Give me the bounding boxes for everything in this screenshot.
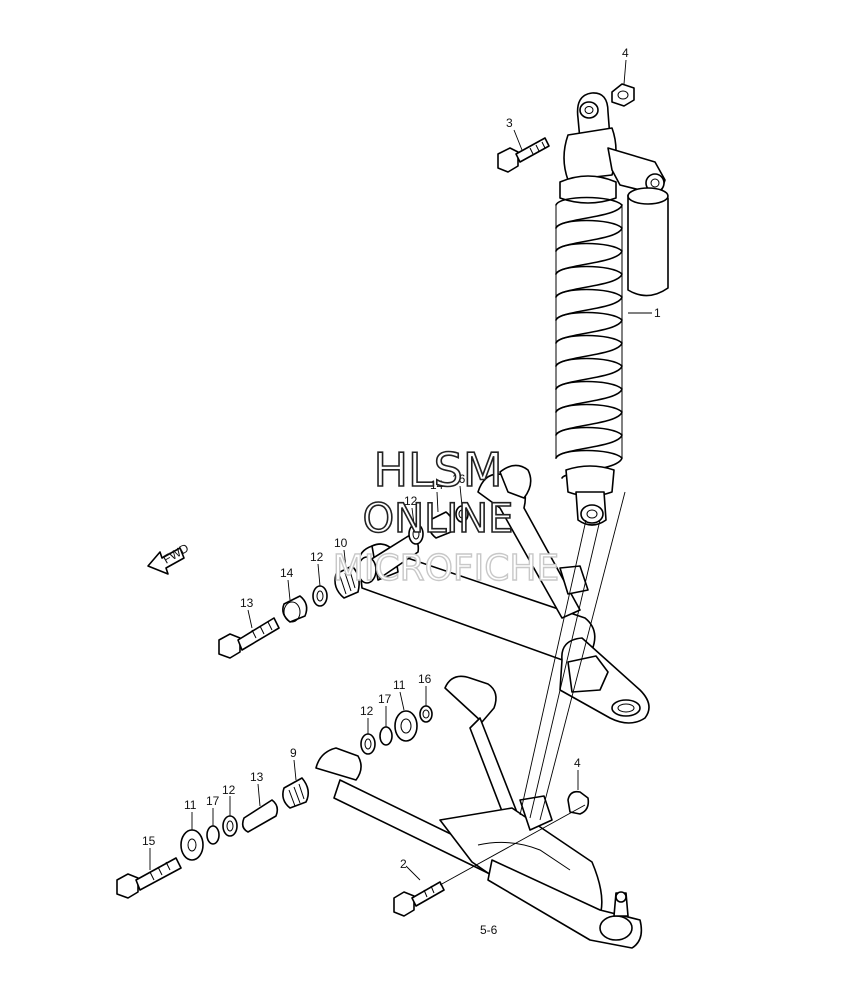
callout-15: 15 <box>142 834 156 848</box>
callout-3: 3 <box>506 116 513 130</box>
watermark-line-3: MICROFICHE <box>333 548 559 589</box>
callout-1: 1 <box>654 306 661 320</box>
callout-13-upper: 13 <box>240 596 254 610</box>
bolt-lower-shock[interactable] <box>393 881 445 917</box>
callout-14-front: 14 <box>280 566 294 580</box>
callout-9: 9 <box>290 746 297 760</box>
callout-10: 10 <box>334 536 348 550</box>
callout-12-lower-rear: 12 <box>360 704 374 718</box>
callout-17-rear: 17 <box>378 692 392 706</box>
nut-lower[interactable] <box>567 790 590 815</box>
bolt-top[interactable] <box>497 137 550 173</box>
callout-4-lower: 4 <box>574 756 581 770</box>
callout-17-front: 17 <box>206 794 220 808</box>
lower-a-arm[interactable] <box>315 675 643 949</box>
watermark-line-1: HLSM <box>373 443 502 497</box>
callout-12-lower-front: 12 <box>222 783 236 797</box>
callout-16-lower: 16 <box>418 672 432 686</box>
callout-14-rear: 14 <box>430 478 444 492</box>
upper-arm-hardware[interactable] <box>218 505 469 659</box>
forward-direction-arrow: FWD <box>147 541 191 575</box>
nut-top[interactable] <box>611 83 635 107</box>
callout-13-lower: 13 <box>250 770 264 784</box>
callout-2: 2 <box>400 857 407 871</box>
callout-12-upper-rear: 12 <box>404 494 418 508</box>
upper-a-arm[interactable] <box>357 464 650 724</box>
shock-absorber[interactable] <box>555 92 669 526</box>
lower-arm-hardware[interactable] <box>116 705 433 899</box>
watermark: HLSM ONLINE MICROFICHE <box>332 442 560 590</box>
callout-16-upper: 16 <box>452 472 466 486</box>
callout-leaders <box>149 59 652 881</box>
callout-11-rear: 11 <box>393 678 406 692</box>
assembly-guide-lines <box>439 491 626 886</box>
callout-4-top: 4 <box>622 46 629 60</box>
callout-12-upper-front: 12 <box>310 550 324 564</box>
callout-numbers: 1 2 3 4 4 9 10 11 11 12 12 12 12 13 13 1… <box>142 46 661 871</box>
callout-11-front: 11 <box>184 798 197 812</box>
watermark-line-2: ONLINE <box>363 496 514 542</box>
coil-spring <box>555 196 623 479</box>
figure-note: 5-6 <box>480 923 498 937</box>
